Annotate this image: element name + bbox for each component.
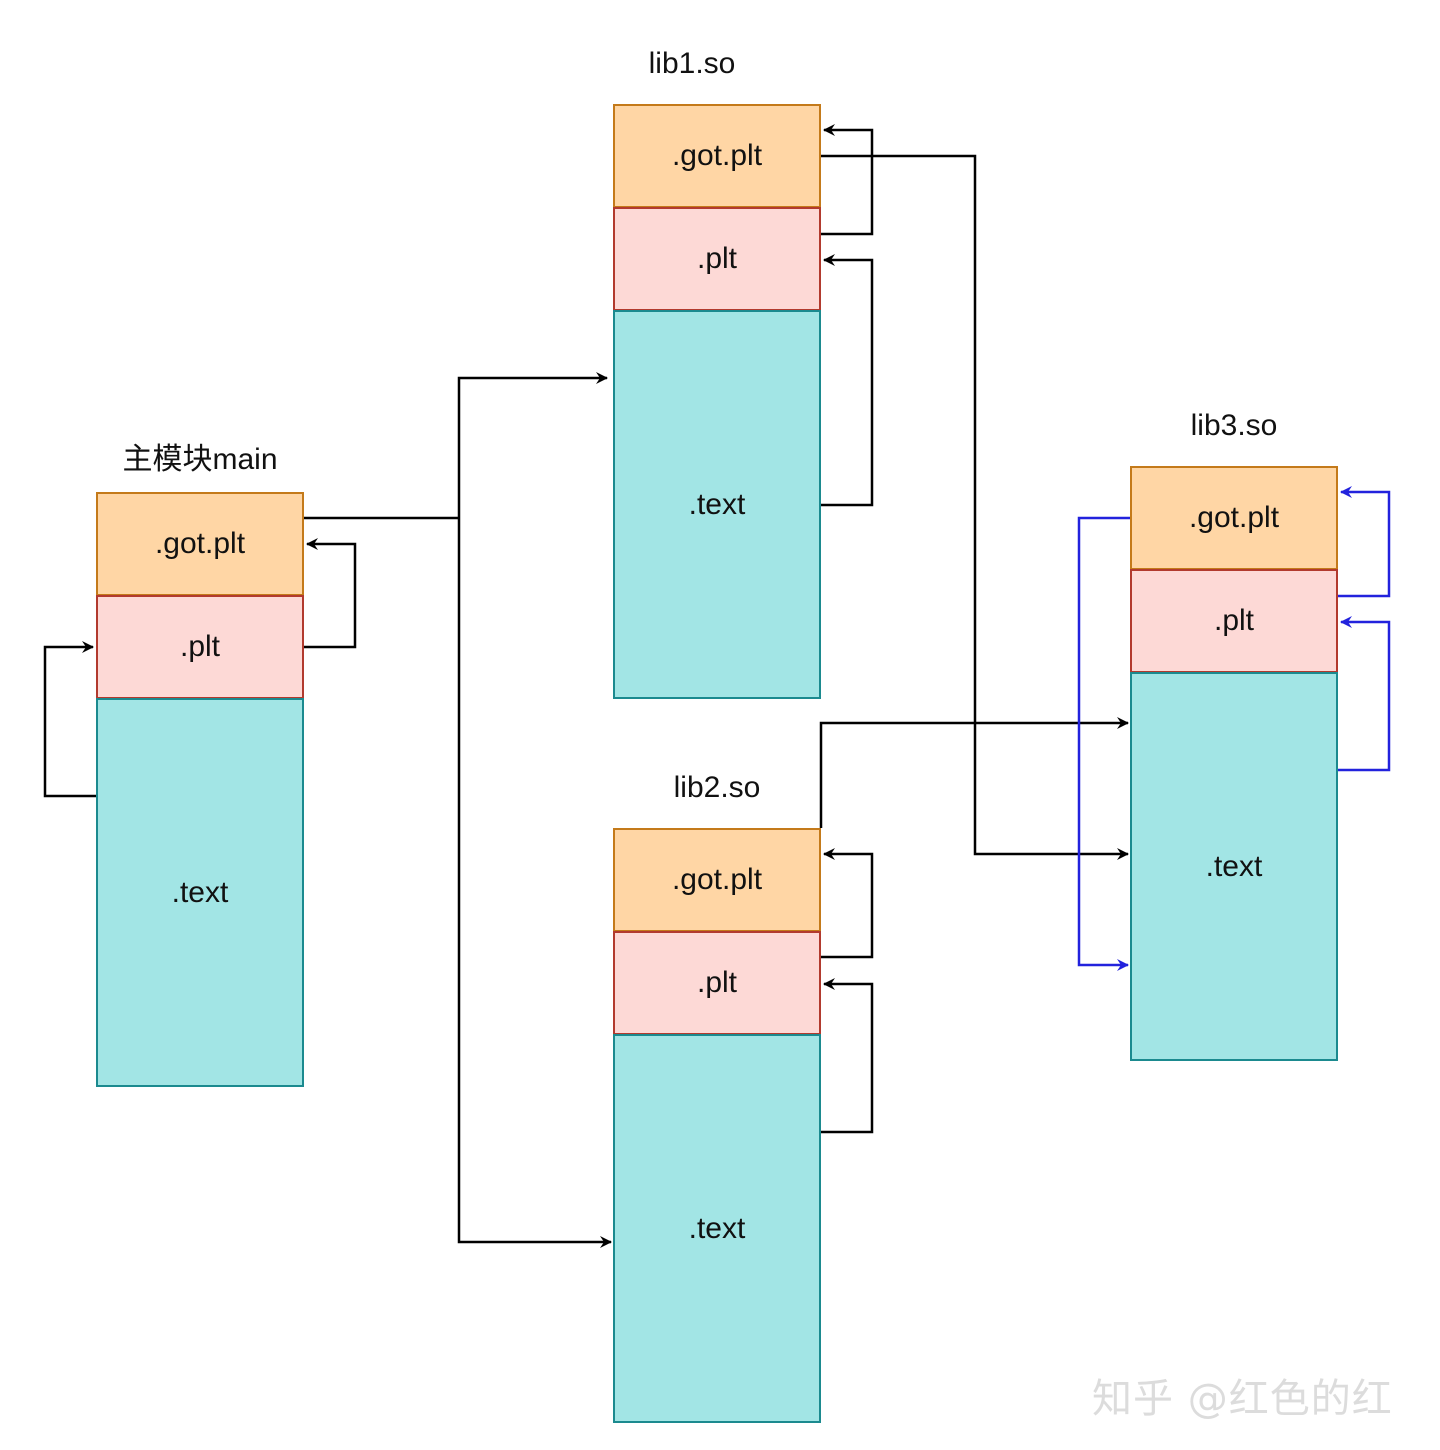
lib1-got-plt-label: .got.plt <box>671 139 763 172</box>
main-text-to-plt-arrow <box>43 641 96 798</box>
lib1-plt-to-got-arrow <box>821 124 874 236</box>
lib3-plt-label: .plt <box>1213 604 1255 637</box>
lib3-got-plt-section: .got.plt <box>1130 466 1338 570</box>
main-plt-section: .plt <box>96 595 304 699</box>
lib3-module-title: lib3.so <box>1190 409 1278 442</box>
lib1-module-title: lib1.so <box>648 47 736 80</box>
lib1-text-label: .text <box>688 487 746 521</box>
lib2-module-title: lib2.so <box>673 771 761 804</box>
main-plt-to-got-arrow <box>304 538 357 649</box>
main-text-label: .text <box>171 875 229 909</box>
main-to-lib2-text-arrow <box>457 518 612 1248</box>
lib2-plt-label: .plt <box>696 966 738 999</box>
lib2-text-section: .text <box>613 1034 821 1423</box>
lib2-plt-section: .plt <box>613 931 821 1035</box>
main-plt-label: .plt <box>179 630 221 663</box>
lib3-got-plt-label: .got.plt <box>1188 501 1280 534</box>
main-module-title: 主模块main <box>122 443 278 476</box>
lib3-text-section: .text <box>1130 672 1338 1061</box>
watermark-text: 知乎 @红色的红 <box>1092 1376 1393 1422</box>
lib3-text-to-plt-arrow <box>1338 616 1391 772</box>
lib2-text-label: .text <box>688 1211 746 1245</box>
lib1-got-plt-section: .got.plt <box>613 104 821 208</box>
main-got-plt-label: .got.plt <box>154 527 246 560</box>
lib1-text-to-plt-arrow <box>821 254 874 507</box>
lib2-plt-to-got-arrow <box>821 848 874 959</box>
lib2-got-plt-label: .got.plt <box>671 863 763 896</box>
lib3-plt-to-got-arrow <box>1338 486 1391 598</box>
main-text-section: .text <box>96 698 304 1087</box>
lib3-text-label: .text <box>1205 849 1263 883</box>
lib1-plt-section: .plt <box>613 207 821 311</box>
lib2-text-to-plt-arrow <box>821 978 874 1134</box>
lib3-got-to-text-arrow <box>1077 516 1131 971</box>
lib1-got-to-lib3-text-arrow <box>821 154 1129 860</box>
lib3-plt-section: .plt <box>1130 569 1338 673</box>
lib2-got-plt-section: .got.plt <box>613 828 821 932</box>
main-got-plt-section: .got.plt <box>96 492 304 596</box>
main-to-lib1-text-arrow <box>457 372 608 518</box>
lib2-got-to-lib3-text-arrow <box>819 717 1129 828</box>
lib1-plt-label: .plt <box>696 242 738 275</box>
lib1-text-section: .text <box>613 310 821 699</box>
